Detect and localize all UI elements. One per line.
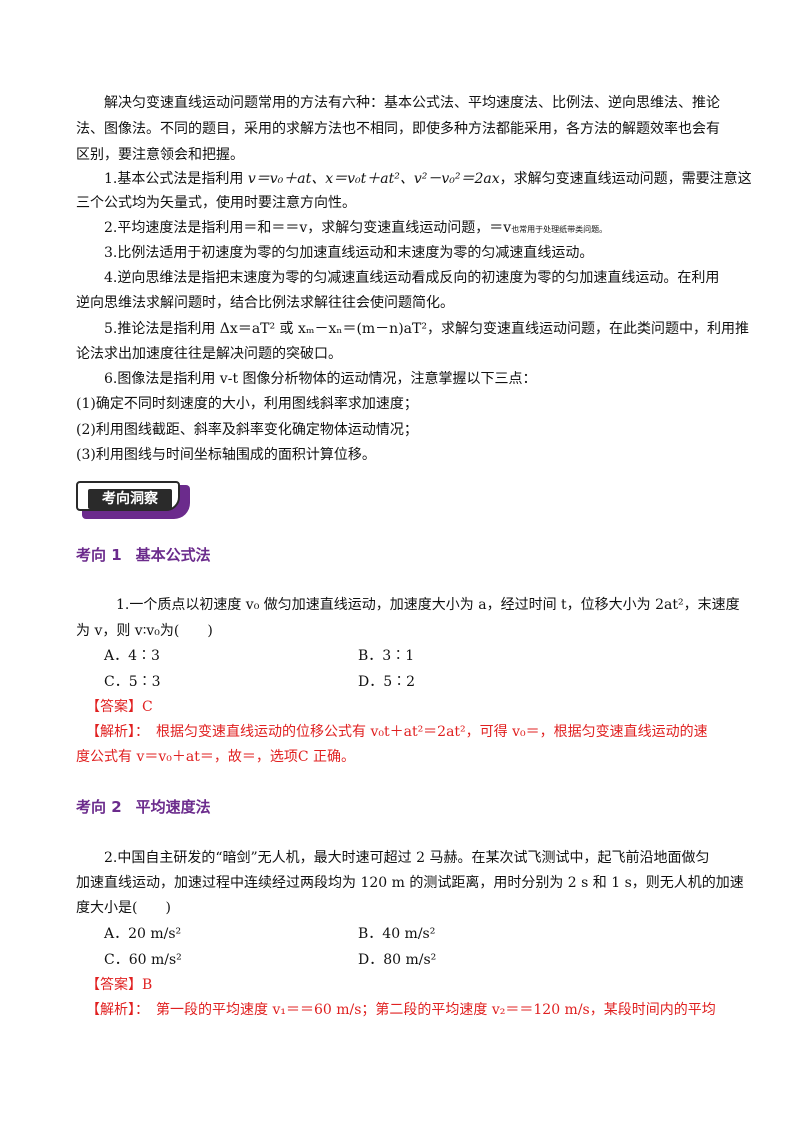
intro-line-2: 法、图像法。不同的题目，采用的求解方法也不相同，即使多种方法都能采用，各方法的解…	[76, 121, 720, 137]
q1-answer: 【答案】C	[86, 699, 153, 715]
method-4-line-2: 逆向思维法求解问题时，结合比例法求解往往会使问题简化。	[76, 295, 454, 311]
q2-option-c: C．60 m/s²	[104, 952, 182, 968]
q2-option-d: D．80 m/s²	[358, 952, 437, 968]
q1-option-a: A．4∶3	[104, 648, 160, 664]
method-6-point-3: (3)利用图线与时间坐标轴围成的面积计算位移。	[76, 447, 376, 463]
section-2-heading: 考向 2 平均速度法	[76, 796, 211, 817]
method-6-point-2: (2)利用图线截距、斜率及斜率变化确定物体运动情况；	[76, 422, 418, 438]
section-badge: 考向洞察	[76, 481, 192, 521]
section-2-number: 考向 2	[76, 798, 122, 816]
question-1-line-2: 为 v，则 v∶v₀为( )	[76, 623, 213, 639]
method-5-line-2: 论法求出加速度往往是解决问题的突破口。	[76, 346, 342, 362]
method-2-note: 也常用于处理纸带类问题。	[511, 225, 608, 234]
q1-option-d: D．5∶2	[358, 674, 416, 690]
section-1-heading: 考向 1 基本公式法	[76, 544, 211, 565]
method-1-formula: v＝v₀＋at、x＝v₀t＋at²、v²－v₀²＝2ax	[247, 171, 500, 187]
q2-answer: 【答案】B	[86, 977, 153, 993]
method-3: 3.比例法适用于初速度为零的匀加速直线运动和末速度为零的匀减速直线运动。	[104, 245, 594, 261]
method-2: 2.平均速度法是指利用＝和＝＝v，求解匀变速直线运动问题，＝v也常用于处理纸带类…	[104, 218, 607, 240]
q1-analysis-tag: 【解析】：	[86, 724, 142, 740]
q2-option-b: B．40 m/s²	[358, 926, 436, 942]
q1-analysis-line-2: 度公式有 v＝v₀＋at＝，故＝，选项C 正确。	[76, 749, 356, 765]
question-2-line-1: 2.中国自主研发的“暗剑”无人机，最大时速可超过 2 马赫。在某次试飞测试中，起…	[104, 850, 710, 866]
q1-option-c: C．5∶3	[104, 674, 161, 690]
question-1-line-1: 1.一个质点以初速度 v₀ 做匀加速直线运动，加速度大小为 a，经过时间 t，位…	[116, 597, 740, 613]
q1-analysis-line-1: 【解析】： 根据匀变速直线运动的位移公式有 v₀t＋at²＝2at²，可得 v₀…	[86, 722, 708, 742]
section-1-title: 基本公式法	[135, 546, 211, 564]
q1-option-b: B．3∶1	[358, 648, 415, 664]
method-6: 6.图像法是指利用 v-t 图像分析物体的运动情况，注意掌握以下三点：	[104, 371, 537, 387]
section-1-number: 考向 1	[76, 546, 122, 564]
method-1-lead: 1.基本公式法是指利用	[104, 171, 248, 187]
question-2-line-2: 加速直线运动，加速过程中连续经过两段均为 120 m 的测试距离，用时分别为 2…	[76, 875, 744, 891]
question-2-line-3: 度大小是( )	[76, 900, 171, 916]
section-2-title: 平均速度法	[135, 798, 211, 816]
q2-analysis-line-1: 【解析】： 第一段的平均速度 v₁＝＝60 m/s；第二段的平均速度 v₂＝＝1…	[86, 1000, 716, 1020]
badge-frame: 考向洞察	[76, 481, 180, 511]
badge-label: 考向洞察	[88, 489, 172, 509]
method-6-point-1: (1)确定不同时刻速度的大小，利用图线斜率求加速度；	[76, 396, 418, 412]
method-2-text: 2.平均速度法是指利用＝和＝＝v，求解匀变速直线运动问题，＝v	[104, 220, 512, 236]
method-4-line-1: 4.逆向思维法是指把末速度为零的匀减速直线运动看成反向的初速度为零的匀加速直线运…	[104, 270, 720, 286]
q2-analysis-text: 第一段的平均速度 v₁＝＝60 m/s；第二段的平均速度 v₂＝＝120 m/s…	[142, 1002, 716, 1018]
q1-analysis-text: 根据匀变速直线运动的位移公式有 v₀t＋at²＝2at²，可得 v₀＝，根据匀变…	[142, 724, 708, 740]
method-1: 1.基本公式法是指利用 v＝v₀＋at、x＝v₀t＋at²、v²－v₀²＝2ax…	[104, 169, 752, 189]
intro-line-1: 解决匀变速直线运动问题常用的方法有六种：基本公式法、平均速度法、比例法、逆向思维…	[104, 95, 720, 111]
q2-analysis-tag: 【解析】：	[86, 1002, 142, 1018]
method-1-line-2: 三个公式均为矢量式，使用时要注意方向性。	[76, 195, 356, 211]
method-5-line-1: 5.推论法是指利用 Δx＝aT² 或 xₘ－xₙ＝(m－n)aT²，求解匀变速直…	[104, 321, 749, 337]
intro-line-3: 区别，要注意领会和把握。	[76, 147, 244, 163]
method-1-tail: ，求解匀变速直线运动问题，需要注意这	[499, 171, 752, 187]
q2-option-a: A．20 m/s²	[104, 926, 182, 942]
